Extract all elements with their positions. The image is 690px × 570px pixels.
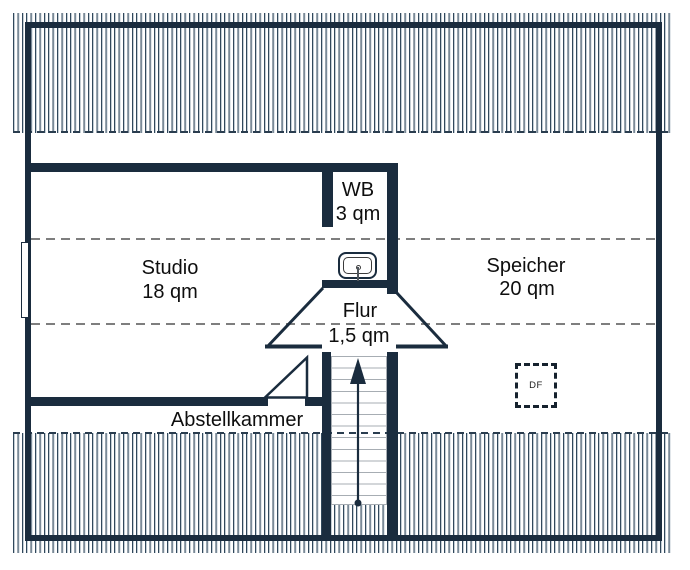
wall-outer-top [25,22,662,28]
wall-outer-right [656,22,662,541]
room-area-flur: 1,5 qm [328,325,390,347]
ceiling-height-line-lower [31,323,656,325]
wall-wb-left [322,163,333,227]
staircase [331,356,387,505]
room-label-wb: WB [341,179,375,201]
wall-wb-bottom [322,280,398,288]
roof-window-label: DF [529,380,543,391]
room-area-wb: 3 qm [335,203,381,225]
hatch-edge-dashed-top [13,131,673,133]
door-swing-triangle [261,354,309,399]
wall-door-stub [305,397,331,406]
room-label-speicher: Speicher [486,255,566,277]
wall-studio-bottom [25,397,268,406]
room-label-abstellkammer: Abstellkammer [170,409,304,431]
hatch-edge-dashed-bottom [13,432,673,434]
wall-stair-left [322,352,331,541]
wall-studio-top [25,163,398,172]
window [21,242,29,318]
ceiling-height-line-upper [31,238,656,240]
wall-outer-bottom [25,535,662,541]
room-area-studio: 18 qm [142,281,198,303]
wall-wb-right [387,163,398,294]
room-label-flur: Flur [342,300,378,322]
sink-tap [356,267,359,281]
room-label-studio: Studio [141,257,199,279]
roof-slope-hatch-top [13,13,673,133]
wall-stair-right [387,352,398,541]
room-area-speicher: 20 qm [499,278,555,300]
roof-window-df: DF [515,363,557,408]
